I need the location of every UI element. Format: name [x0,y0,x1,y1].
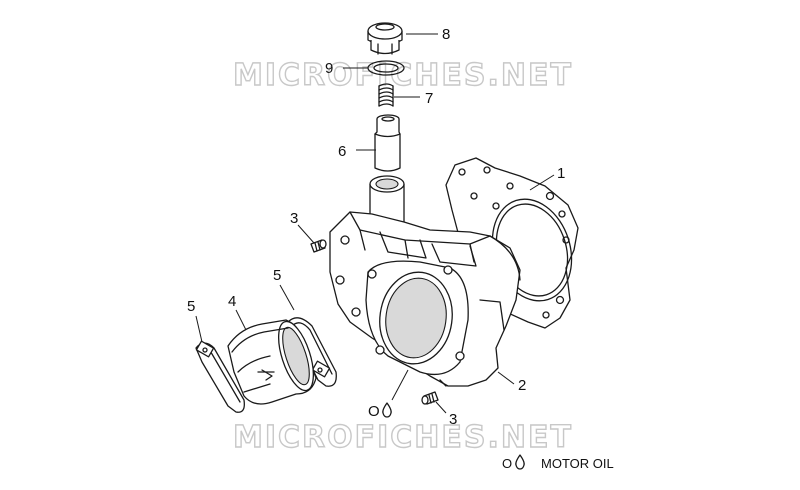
callout-stud-bottom: 3 [449,411,457,428]
callout-o-ring: 9 [325,60,333,77]
callout-clamp-left: 5 [187,298,195,315]
oil-drop-icon [515,454,525,470]
callout-oil-cap: 8 [442,26,450,43]
callout-plunger: 6 [338,143,346,160]
oil-drop-icon [382,402,392,418]
callout-clamp-right: 5 [273,267,281,284]
callout-spring: 7 [425,90,433,107]
watermark-top: MICROFICHES.NET [233,58,573,93]
motor-oil-mark-letter: O [368,403,380,420]
cylinder-block [329,175,521,387]
callout-intake-manifold: 4 [228,293,236,310]
callout-cylinder-block: 2 [518,377,526,394]
stud-bottom [421,391,439,405]
legend-symbol-letter: O [502,456,512,471]
clamp-left [195,340,245,413]
legend: O MOTOR OIL [502,454,614,471]
stud-left [310,239,327,253]
callout-stud-left: 3 [290,210,298,227]
watermark-bottom: MICROFICHES.NET [233,420,573,455]
legend-text: MOTOR OIL [541,456,614,471]
spring [378,83,394,107]
leader-lines [195,33,555,414]
intake-manifold [227,319,317,405]
plunger [374,114,401,172]
oil-filler-cap [367,22,403,55]
callout-cylinder-gasket: 1 [557,165,565,182]
motor-oil-mark: O [368,402,392,420]
